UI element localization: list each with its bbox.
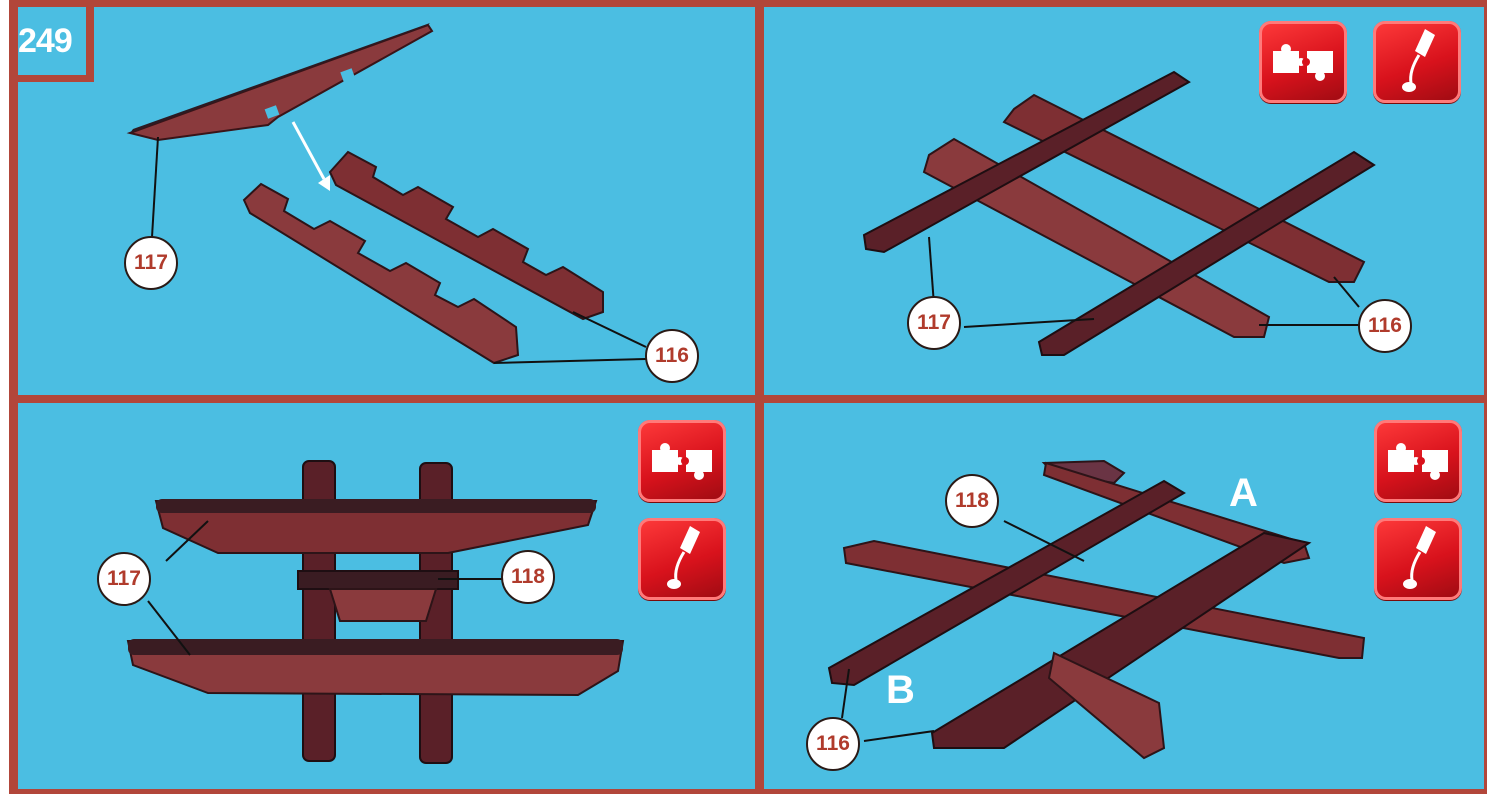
callout-117: 117: [907, 296, 961, 350]
puzzle-assemble-icon: [638, 420, 726, 502]
callout-118: 118: [945, 474, 999, 528]
glue-bottle-icon: [1373, 21, 1461, 103]
callout-116: 116: [645, 329, 699, 383]
glue-icon: [1373, 21, 1461, 103]
label-b: B: [886, 668, 915, 713]
label-a: A: [1229, 471, 1258, 516]
panel-step-2: 117 116: [764, 7, 1484, 395]
glue-bottle-icon: [638, 518, 726, 600]
parts-illustration: [18, 7, 755, 395]
glue-icon: [638, 518, 726, 600]
puzzle-icon: [1374, 420, 1462, 502]
panel-step-4: 118 116 A B: [764, 403, 1484, 789]
callout-118: 118: [501, 550, 555, 604]
glue-icon: [1374, 518, 1462, 600]
callout-116: 116: [1358, 299, 1412, 353]
puzzle-assemble-icon: [1259, 21, 1347, 103]
puzzle-icon: [1259, 21, 1347, 103]
panel-step-1: 117 116: [18, 7, 755, 395]
callout-117: 117: [97, 552, 151, 606]
callout-116: 116: [806, 717, 860, 771]
puzzle-icon: [638, 420, 726, 502]
step-number: 249: [18, 7, 86, 75]
glue-bottle-icon: [1374, 518, 1462, 600]
callout-117: 117: [124, 236, 178, 290]
puzzle-assemble-icon: [1374, 420, 1462, 502]
panel-step-3: 117 118: [18, 403, 755, 789]
